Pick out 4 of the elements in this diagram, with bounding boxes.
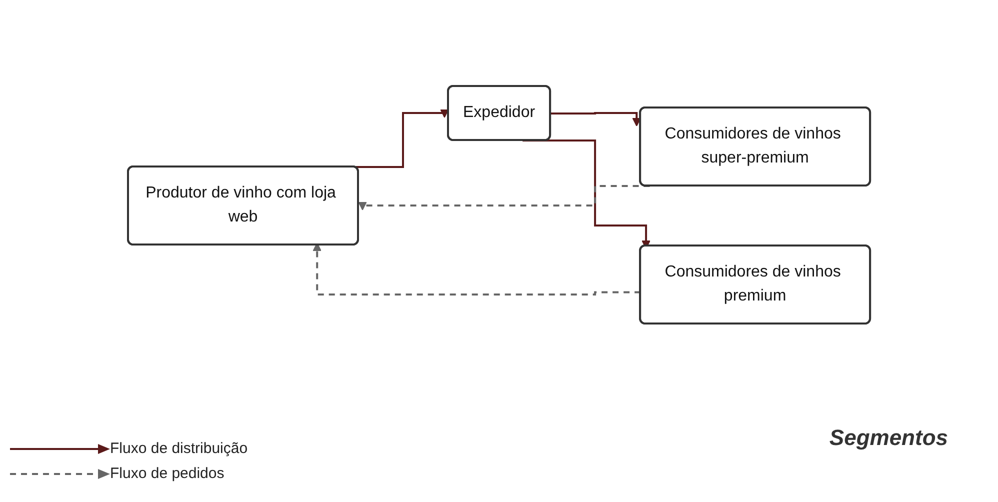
segment-caption: Segmentos	[829, 425, 948, 451]
legend-text: Fluxo de pedidos	[110, 465, 224, 482]
arrow	[550, 112, 641, 127]
legend-text: Fluxo de distribuição	[110, 440, 248, 457]
